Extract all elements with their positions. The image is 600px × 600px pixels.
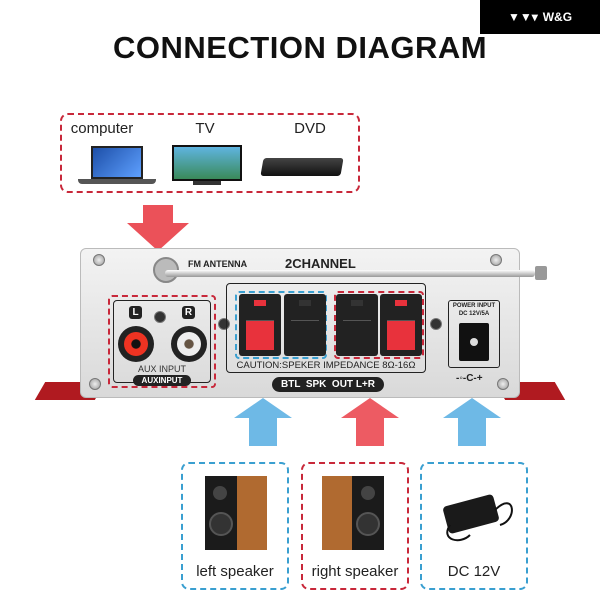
right-channel-label: R	[182, 306, 195, 319]
left-speaker-label: left speaker	[196, 563, 274, 580]
left-speaker-terminal-highlight	[235, 291, 327, 359]
tv-icon	[172, 145, 242, 187]
left-speaker-icon	[205, 476, 267, 550]
screw-icon	[430, 318, 442, 330]
output-arrow-red	[341, 398, 399, 446]
logo-icon: ▼▼▾	[507, 10, 538, 24]
screw-icon	[93, 254, 105, 266]
source-devices-box	[60, 113, 360, 193]
polarity-label: -◦-C-+	[456, 373, 483, 384]
speaker-terminal-section	[226, 283, 426, 373]
screw-icon	[490, 254, 502, 266]
source-label-tv: TV	[195, 120, 215, 137]
screw-icon	[218, 318, 230, 330]
output-arrow-blue-left	[234, 398, 292, 446]
power-rating-label: DC 12V/5A	[458, 311, 490, 317]
speaker-out-label: BTL SPK OUT L+R	[272, 377, 384, 392]
screw-icon	[154, 311, 166, 323]
rca-jack-left[interactable]	[118, 326, 154, 362]
fm-antenna-label: FM ANTENNA	[188, 259, 248, 269]
source-label-dvd: DVD	[294, 120, 326, 137]
speaker-terminal-right-positive[interactable]	[380, 294, 422, 356]
speaker-terminal-left-positive[interactable]	[239, 294, 281, 356]
speaker-terminal-left-negative[interactable]	[284, 294, 326, 356]
dvd-player-icon	[260, 158, 344, 176]
screw-icon	[89, 378, 101, 390]
page-title: CONNECTION DIAGRAM	[112, 30, 488, 65]
power-input-section	[448, 300, 500, 368]
rca-jack-right[interactable]	[171, 326, 207, 362]
laptop-icon	[78, 146, 156, 186]
output-arrow-blue-right	[443, 398, 501, 446]
right-speaker-terminal-highlight	[334, 291, 424, 359]
dc-power-jack[interactable]	[459, 323, 489, 361]
left-speaker-box	[181, 462, 289, 590]
source-label-computer: computer	[70, 120, 134, 137]
power-cable-icon	[446, 502, 513, 542]
brand-logo: ▼▼▾W&G	[480, 0, 600, 34]
screw-icon	[497, 378, 509, 390]
left-channel-label: L	[129, 306, 142, 319]
antenna-tip	[535, 266, 547, 280]
right-speaker-label: right speaker	[311, 563, 399, 580]
dc-power-box	[420, 462, 528, 590]
speaker-terminal-right-negative[interactable]	[336, 294, 378, 356]
aux-input-highlight	[108, 295, 216, 388]
antenna-rod[interactable]	[165, 270, 535, 277]
aux-input-badge: AUXINPUT	[133, 375, 191, 386]
right-speaker-icon	[322, 476, 384, 550]
aux-input-label: AUX INPUT	[137, 364, 186, 374]
right-speaker-box	[301, 462, 409, 590]
channel-label: 2CHANNEL	[285, 256, 356, 271]
input-arrow-red	[127, 205, 189, 251]
dc-12v-label: DC 12V	[447, 563, 501, 580]
power-input-label: POWER INPUT	[452, 303, 496, 309]
impedance-caution-label: CAUTION:SPEKER IMPEDANCE 8Ω-16Ω	[236, 360, 416, 371]
